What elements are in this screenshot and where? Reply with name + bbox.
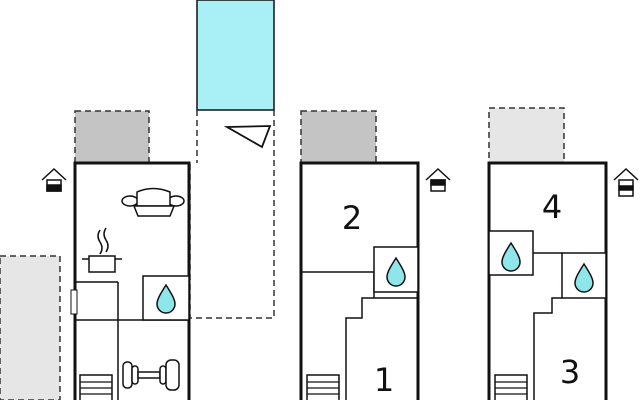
room-4-label: 4: [542, 188, 562, 226]
dumbbell-icon: [122, 359, 180, 391]
room-3-label: 3: [560, 353, 580, 391]
cooking-pot-icon: [82, 227, 122, 273]
unit-b: 2 1: [299, 161, 420, 400]
terrace-unit-c: [488, 107, 565, 164]
terrace-unit-a: [74, 110, 150, 164]
house-floor-icon: [41, 167, 67, 192]
sofa-icon: [121, 187, 185, 217]
house-floor-icon: [613, 167, 639, 197]
house-floor-icon: [425, 167, 451, 192]
terrace-unit-b: [300, 110, 377, 164]
pool: [196, 0, 275, 111]
stairs-icon: [79, 374, 113, 400]
terrace-left: [0, 255, 61, 400]
unit-c: 4 3: [487, 161, 608, 400]
room-1-label: 1: [374, 361, 394, 399]
room-2-label: 2: [342, 199, 362, 237]
unit-a: [70, 161, 191, 400]
pool-ladder-icon: [223, 125, 272, 149]
pool-terrace: [189, 110, 275, 319]
stairs-icon: [306, 374, 340, 400]
stairs-icon: [494, 374, 528, 400]
